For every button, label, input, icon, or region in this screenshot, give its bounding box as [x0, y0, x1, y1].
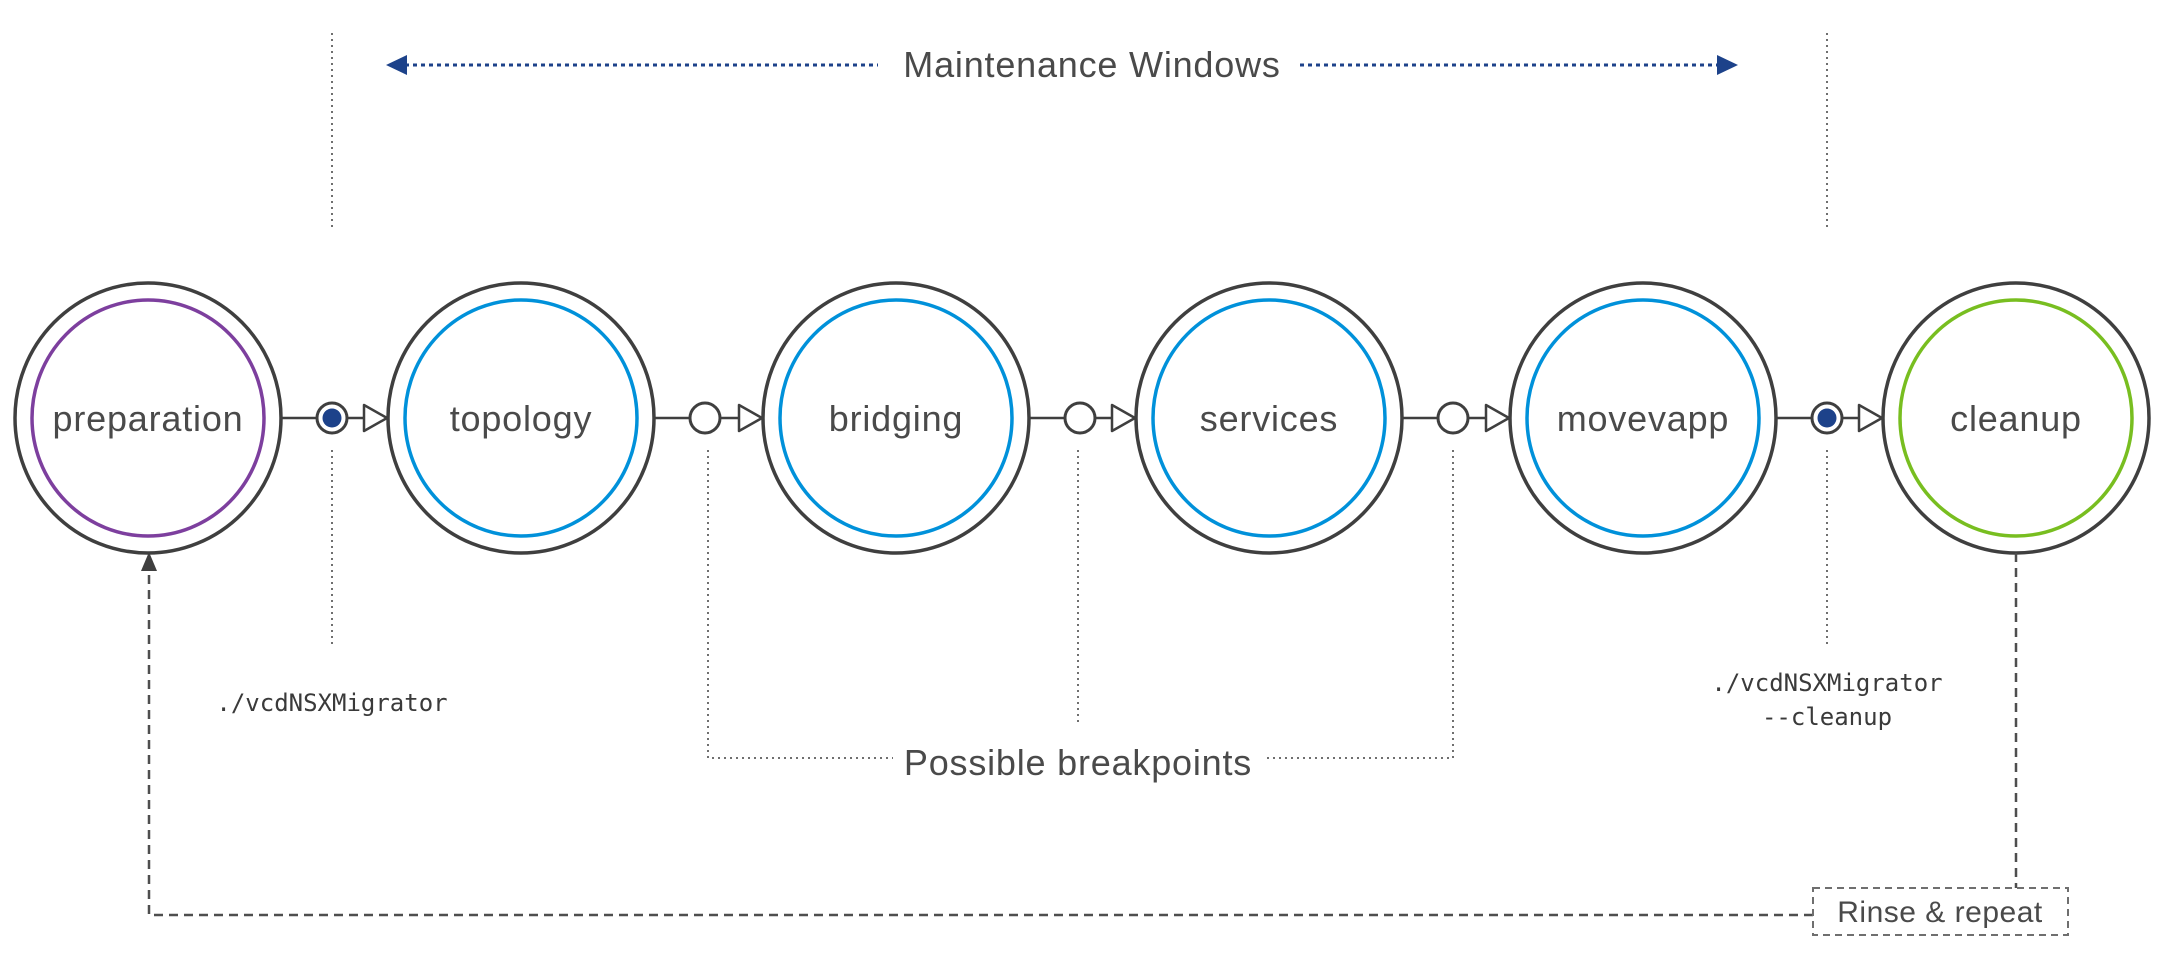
- connector-services-movevapp: [1402, 401, 1511, 435]
- flow-triangle-icon: [1857, 403, 1884, 433]
- stage-label-movevapp: movevapp: [1557, 398, 1730, 439]
- stage-inner-ring-topology: [403, 298, 639, 538]
- stages-layer: preparation topology bridging services movev…: [13, 281, 2151, 555]
- stage-movevapp: movevapp: [1508, 281, 1778, 555]
- arrow-left-icon: [386, 55, 407, 75]
- stage-bridging: bridging: [761, 281, 1031, 555]
- stage-inner-ring-bridging: [778, 298, 1014, 538]
- connectors-layer: [281, 401, 1884, 435]
- connector-movevapp-cleanup: [1776, 401, 1884, 435]
- stage-services: services: [1134, 281, 1404, 555]
- start-event-dot-icon: [322, 408, 342, 428]
- feedback-loop: Rinse & repeat: [141, 552, 2069, 936]
- stage-topology: topology: [386, 281, 656, 555]
- connector-topology-bridging: [654, 401, 764, 435]
- stage-outer-ring-services: [1134, 281, 1404, 555]
- maintenance-windows-arrow: Maintenance Windows: [386, 44, 1738, 85]
- stage-preparation: preparation: [13, 281, 283, 555]
- connector-bridging-services: [1029, 401, 1137, 435]
- command-left-label: ./vcdNSXMigrator: [216, 689, 447, 717]
- stage-cleanup: cleanup: [1881, 281, 2151, 555]
- rinse-repeat-box: [1812, 887, 2069, 936]
- stage-outer-ring-topology: [386, 281, 656, 555]
- flow-triangle-icon: [1484, 403, 1511, 433]
- breakpoint-icon: [1436, 401, 1470, 435]
- stage-outer-ring-bridging: [761, 281, 1031, 555]
- feedback-line-return: [147, 568, 1813, 917]
- breakpoint-icon: [688, 401, 722, 435]
- stage-outer-ring-movevapp: [1508, 281, 1778, 555]
- stage-label-preparation: preparation: [53, 398, 244, 439]
- flow-triangle-icon: [1110, 403, 1137, 433]
- stage-inner-ring-preparation: [30, 298, 266, 538]
- command-right-label-line2: --cleanup: [1762, 703, 1892, 731]
- stage-label-services: services: [1200, 398, 1338, 439]
- breakpoint-pointer-line-1: [707, 450, 893, 759]
- connector-preparation-topology: [281, 401, 389, 435]
- rinse-repeat-label: Rinse & repeat: [1837, 896, 2043, 929]
- breakpoint-icon: [1063, 401, 1097, 435]
- stage-inner-ring-movevapp: [1525, 298, 1761, 538]
- start-event-dot-icon: [1817, 408, 1837, 428]
- stage-label-bridging: bridging: [829, 398, 964, 439]
- stage-outer-ring-preparation: [13, 281, 283, 555]
- stage-label-cleanup: cleanup: [1950, 398, 2082, 439]
- arrow-up-icon: [141, 552, 157, 571]
- breakpoint-pointer-line-3: [1263, 450, 1454, 759]
- flow-triangle-icon: [362, 403, 389, 433]
- stage-inner-ring-services: [1151, 298, 1387, 538]
- command-right-label-line1: ./vcdNSXMigrator: [1711, 669, 1942, 697]
- stage-label-topology: topology: [450, 398, 593, 439]
- stage-inner-ring-cleanup: [1898, 298, 2134, 538]
- maintenance-windows-label: Maintenance Windows: [903, 44, 1280, 85]
- flow-triangle-icon: [737, 403, 764, 433]
- possible-breakpoints-label: Possible breakpoints: [904, 742, 1252, 783]
- arrow-right-icon: [1717, 55, 1738, 75]
